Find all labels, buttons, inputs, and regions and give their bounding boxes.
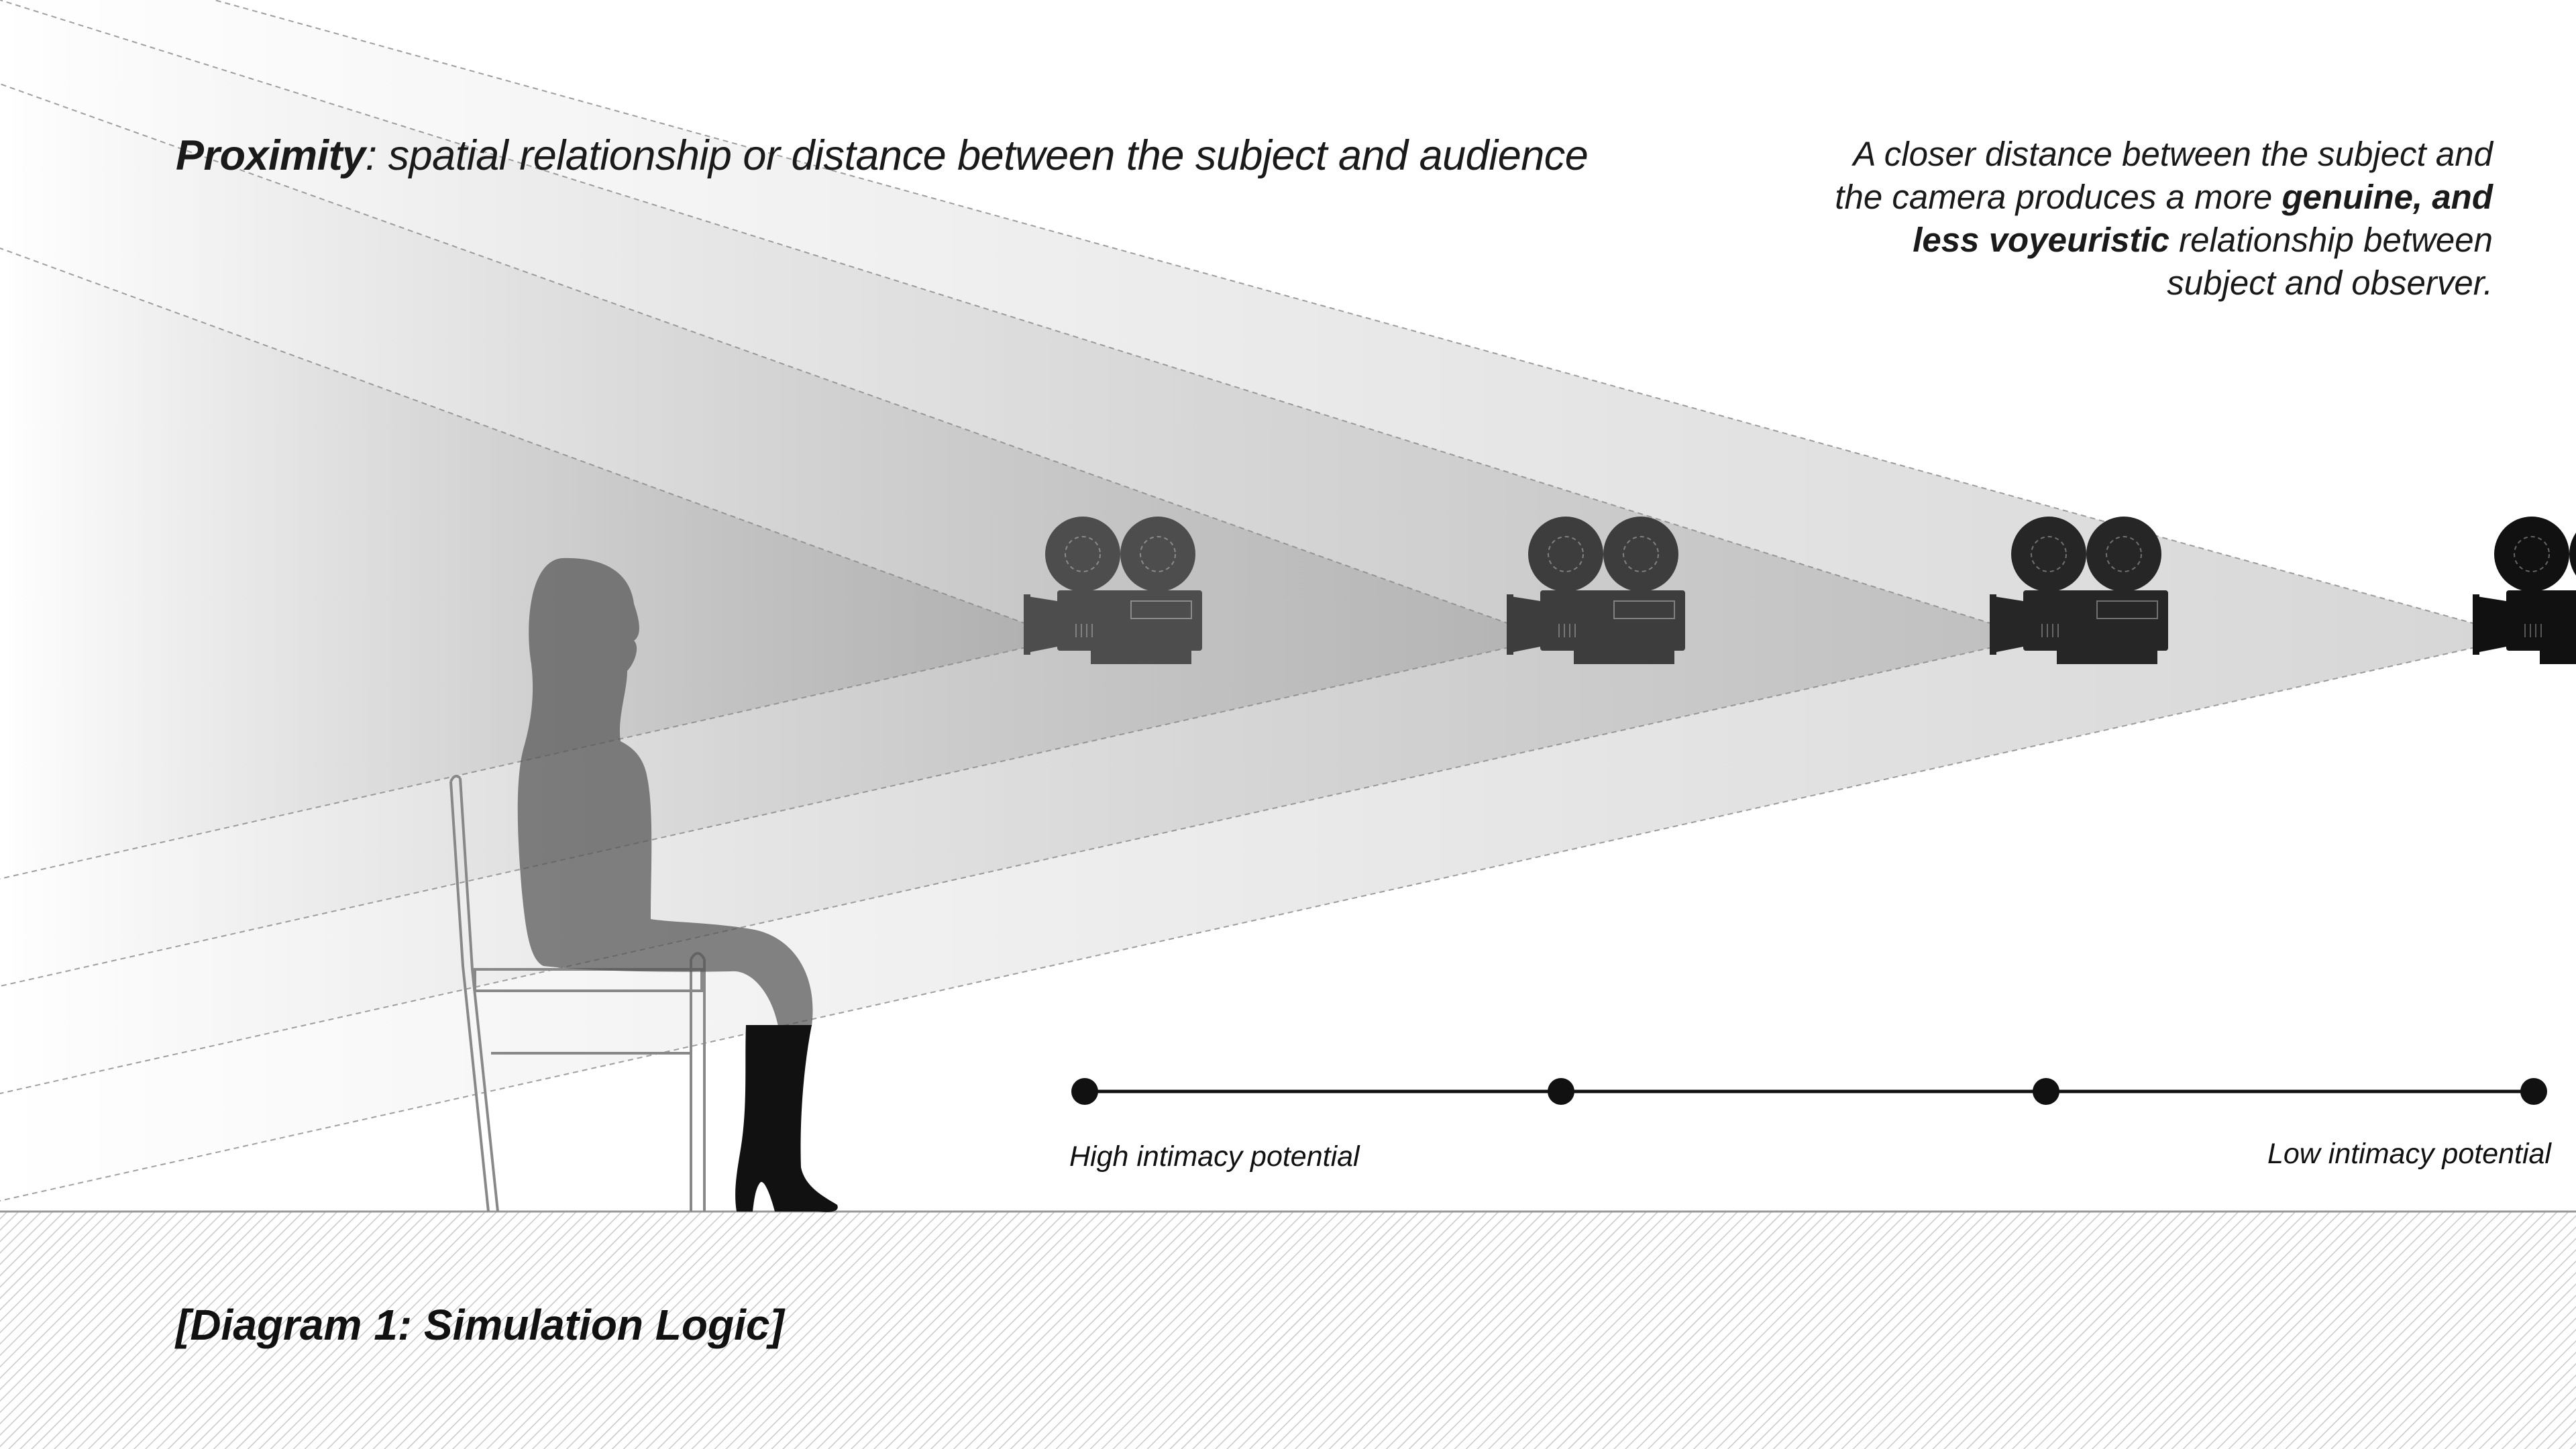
explanatory-note: A closer distance between the subject an… [1822,133,2493,305]
note-text-2: relationship between subject and observe… [2167,221,2493,302]
title-term: Proximity [176,132,366,179]
scale-marker-3 [2033,1078,2059,1105]
scale-marker-1 [1071,1078,1098,1105]
diagram-caption: [Diagram 1: Simulation Logic] [176,1300,784,1350]
scale-marker-4 [2520,1078,2547,1105]
intimacy-scale [1071,1078,2547,1105]
page-title: Proximity: spatial relationship or dista… [176,131,1588,180]
title-definition: : spatial relationship or distance betwe… [366,132,1589,179]
scale-label-low: Low intimacy potential [2267,1138,2551,1171]
scale-marker-2 [1548,1078,1574,1105]
scale-label-high: High intimacy potential [1069,1140,1360,1173]
film-camera-icon-4 [2473,517,2576,664]
